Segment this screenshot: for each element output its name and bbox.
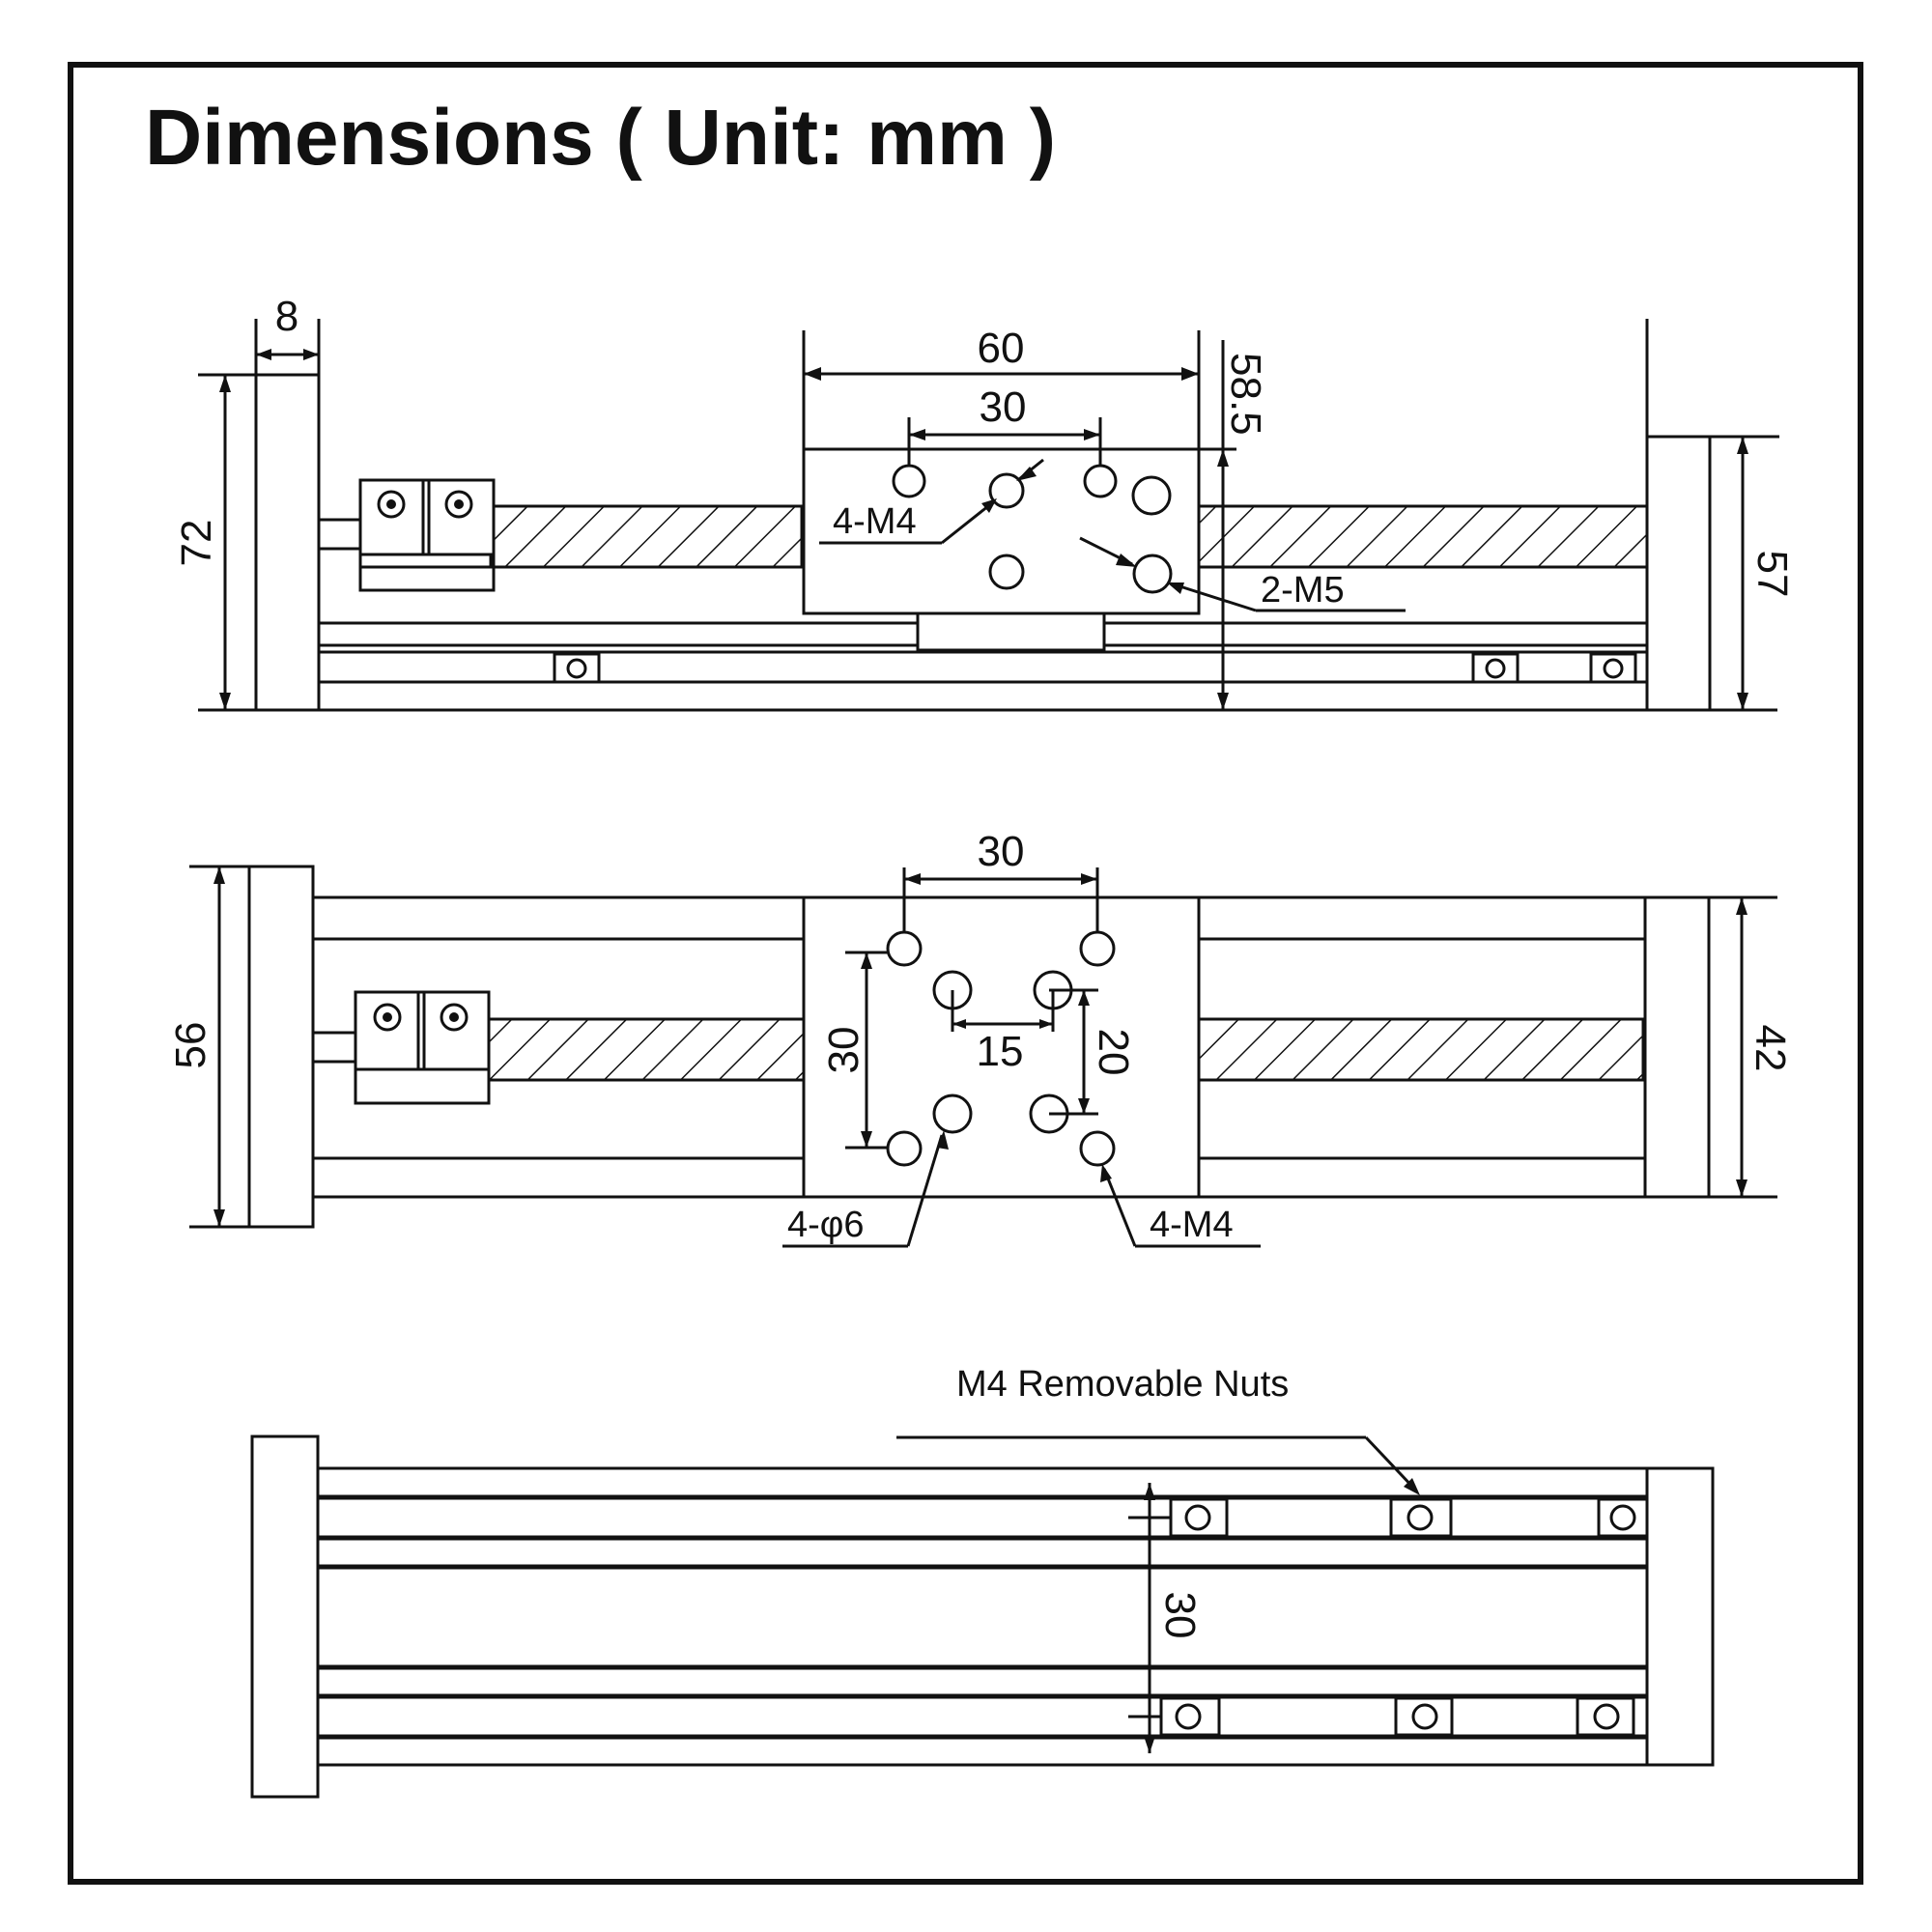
right-end-plate-mid	[1643, 895, 1711, 1199]
dim-rail-width: 42	[1747, 1025, 1794, 1072]
dim-rail-height: 57	[1748, 551, 1796, 598]
coupling	[358, 478, 496, 556]
label-4-phi6: 4-φ6	[787, 1205, 865, 1245]
label-4-m4-mid: 4-M4	[1150, 1205, 1234, 1245]
label-4-m4-top: 4-M4	[833, 501, 917, 542]
dim-hole-spacing-top: 30	[980, 384, 1027, 431]
dim-hole-spacing-y: 30	[820, 1027, 867, 1074]
right-end-plate	[1645, 435, 1712, 712]
left-end-plate-bottom	[250, 1435, 320, 1799]
label-2-m5: 2-M5	[1261, 570, 1345, 611]
dim-total-width: 56	[167, 1022, 214, 1069]
lead-screw-right	[1197, 504, 1649, 569]
dim-slot-spacing: 30	[1156, 1592, 1204, 1639]
dim-total-height: 72	[173, 520, 220, 567]
left-end-plate-mid	[247, 865, 315, 1229]
dim-end-plate: 8	[275, 293, 298, 340]
coupling-mid	[354, 990, 491, 1071]
right-end-plate-bottom	[1645, 1466, 1715, 1767]
dim-carriage-height: 58.5	[1222, 353, 1269, 436]
lead-screw-right-mid	[1197, 1017, 1645, 1082]
dim-carriage-length: 60	[978, 325, 1025, 372]
top-view: 8 60 30 58.5 72 57	[173, 293, 1796, 712]
lead-screw-left-mid	[487, 1017, 806, 1082]
middle-view: 30 30 15 20 56 42 4-	[167, 828, 1794, 1248]
lead-screw-left	[489, 504, 804, 569]
dim-hole-spacing-x: 30	[978, 828, 1025, 875]
bottom-view: 30 M4 Removable Nuts	[250, 1364, 1715, 1799]
outer-frame	[68, 62, 1863, 1885]
dim-inner-x: 15	[977, 1028, 1024, 1075]
label-m4-removable-nuts: M4 Removable Nuts	[956, 1364, 1289, 1405]
dim-inner-y: 20	[1090, 1029, 1137, 1076]
left-end-plate	[254, 373, 321, 712]
page-title: Dimensions ( Unit: mm )	[145, 94, 1056, 182]
